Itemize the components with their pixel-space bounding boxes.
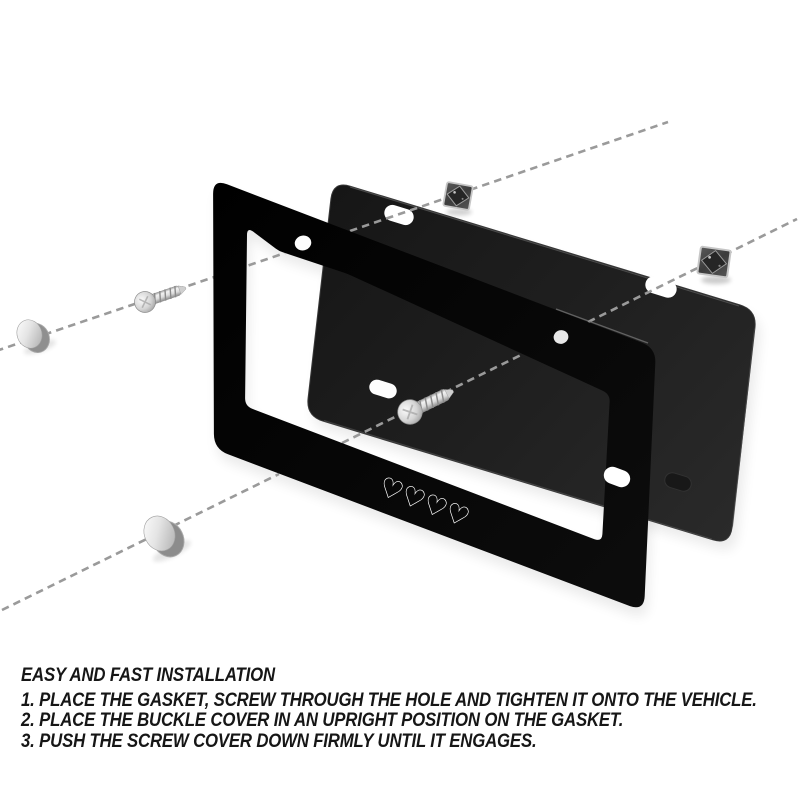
square-gasket-right bbox=[696, 245, 732, 284]
screw-head-cross bbox=[402, 404, 418, 420]
square-gasket-top bbox=[442, 181, 474, 216]
gasket-shadow bbox=[701, 276, 731, 284]
cap-face bbox=[143, 515, 176, 552]
screw-tip bbox=[177, 285, 187, 295]
frame-hole-top-left bbox=[294, 235, 312, 251]
gasket-glint bbox=[453, 191, 456, 194]
self-tapping-screw-top bbox=[134, 285, 187, 313]
gasket-facets bbox=[446, 185, 470, 207]
gasket-facets bbox=[700, 249, 728, 275]
gasket-glint bbox=[718, 264, 721, 267]
screw-cover-cap-left bbox=[16, 319, 57, 355]
dashed-line-bottom bbox=[1, 217, 798, 612]
screw-head-cross bbox=[138, 295, 152, 309]
screw-cover-cap-bottom bbox=[143, 515, 192, 562]
plate-slot-bottom-right bbox=[664, 472, 692, 492]
frame-top-edge-highlight bbox=[555, 308, 649, 344]
screw-tip bbox=[444, 389, 454, 399]
license-plate-frame: ♡ ♡ ♡ ♡ bbox=[213, 182, 656, 608]
instruction-step-1: 1. PLACE THE GASKET, SCREW THROUGH THE H… bbox=[21, 689, 757, 711]
plate-right-edge-highlight bbox=[732, 328, 755, 527]
gasket-glint bbox=[461, 197, 464, 200]
frame-hole-top-right bbox=[553, 330, 569, 344]
gasket-glint bbox=[708, 255, 712, 259]
instruction-step-2: 2. PLACE THE BUCKLE COVER IN AN UPRIGHT … bbox=[21, 709, 624, 732]
instruction-step-3: 3. PUSH THE SCREW COVER DOWN FIRMLY UNTI… bbox=[21, 729, 537, 752]
frame-body bbox=[213, 182, 656, 608]
plate-slot-bottom-left bbox=[369, 379, 397, 399]
self-tapping-screw-middle bbox=[397, 389, 454, 425]
cap-face bbox=[16, 319, 43, 349]
instructions-title: EASY AND FAST INSTALLATION bbox=[21, 664, 275, 686]
instructions-block: EASY AND FAST INSTALLATION 1. PLACE THE … bbox=[21, 665, 757, 751]
frame-slot-bottom-right bbox=[603, 466, 631, 488]
